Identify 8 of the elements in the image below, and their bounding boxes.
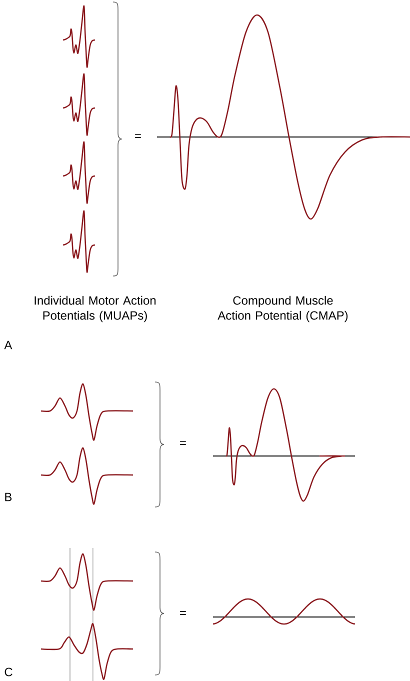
panel-letter: A bbox=[4, 340, 12, 350]
panel-letter: B bbox=[5, 492, 12, 502]
caption: Individual Motor Action Potentials (MUAPs) bbox=[34, 296, 156, 322]
equals-sign: = bbox=[180, 441, 186, 445]
caption: Compound Muscle Action Potential (CMAP) bbox=[218, 296, 348, 322]
panel-letter: C bbox=[4, 668, 12, 676]
equals-sign: = bbox=[180, 611, 186, 615]
equals-sign: = bbox=[135, 134, 141, 138]
